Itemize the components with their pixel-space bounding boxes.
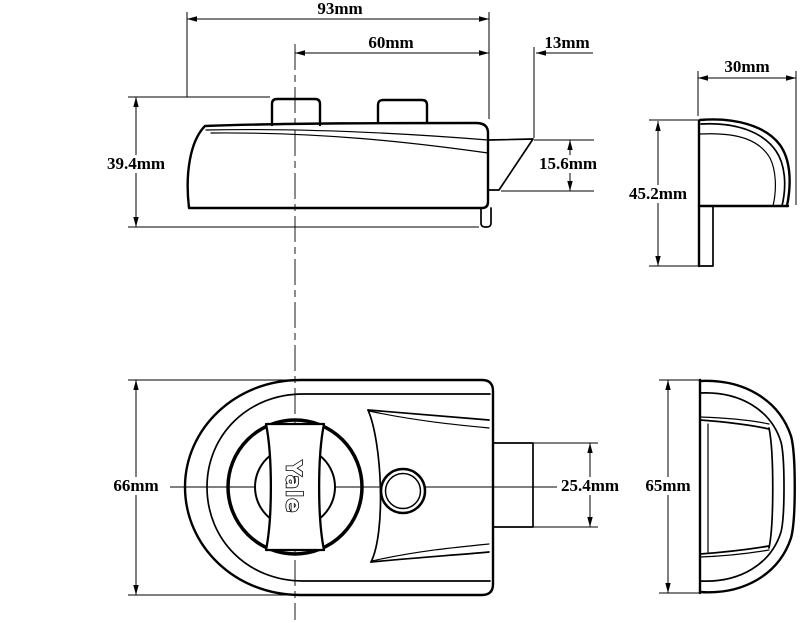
front-view-rosette-ring [226,418,364,556]
dimension-center-offset: 60mm [295,33,489,56]
centerlines [170,44,557,620]
front-view-top-wedge-bold [367,409,490,421]
front-view-inner-outline [206,393,491,582]
side-view-bottom-wedge-thin [699,549,770,558]
dim-label-45-2mm: 45.2mm [629,184,687,203]
dimension-latch-bevel: 15.6mm [501,139,598,192]
dimension-cylinder-height: 45.2mm [627,119,712,267]
dimension-cylinder-depth: 30mm [697,57,797,205]
side-view-panel-right-edge [768,427,774,549]
cylinder-view-outer-profile [698,118,791,208]
dim-label-93mm: 93mm [317,0,362,18]
dimension-latch-projection: 13mm [533,33,593,138]
top-view-surface-line-1 [205,128,489,141]
side-view-top-wedge-bold [699,419,770,430]
side-view-inner-profile [699,392,785,582]
side-view-lock-body [698,378,796,595]
front-view-cylinder-hole-outer [379,467,427,515]
top-view-knob-2 [376,98,429,125]
dim-label-15-6mm: 15.6mm [539,154,597,173]
cylinder-side-view [697,118,791,268]
yale-logo-text: Yale [282,460,306,514]
front-view-case-outline [183,378,495,597]
cylinder-view-mid-profile [700,122,786,207]
top-view-knob-1 [270,97,322,127]
dim-label-13mm: 13mm [544,33,589,52]
top-view-surface-line-2 [210,132,489,154]
front-view-panel-left-edge [367,409,382,563]
front-view-lock-body: Yale [183,378,534,597]
front-view-bottom-wedge-thin [371,543,490,562]
side-view-top-wedge-thin [699,416,770,425]
front-view-cylinder-hole-inner [384,472,422,510]
dimension-overall-width: 93mm [186,0,490,119]
dimension-case-height-side: 65mm [643,379,700,594]
front-view-bottom-wedge-bold [370,551,490,563]
front-view-thumbturn-knob [264,422,326,552]
front-view-bolt [492,442,534,528]
cylinder-view-stem [698,205,714,267]
front-view-top-wedge-thin [368,410,490,429]
dim-label-30mm: 30mm [724,57,769,76]
top-view-lock-body [186,97,534,228]
top-view-mount-tab [480,207,492,228]
dimension-case-depth: 39.4mm [106,96,479,228]
dimension-case-height-front: 66mm [111,379,294,596]
side-view-outer-profile [698,379,796,594]
top-view-latch-bolt [488,138,534,191]
dimension-bolt-width: 25.4mm [533,442,621,528]
dim-label-39-4mm: 39.4mm [107,154,165,173]
top-view-case-outline [186,121,490,210]
cylinder-view-inner-profile [699,133,776,207]
dim-label-66mm: 66mm [113,476,158,495]
dim-label-65mm: 65mm [645,476,690,495]
side-view-bottom-wedge-bold [699,545,770,555]
dim-label-60mm: 60mm [368,33,413,52]
dim-label-25-4mm: 25.4mm [561,476,619,495]
